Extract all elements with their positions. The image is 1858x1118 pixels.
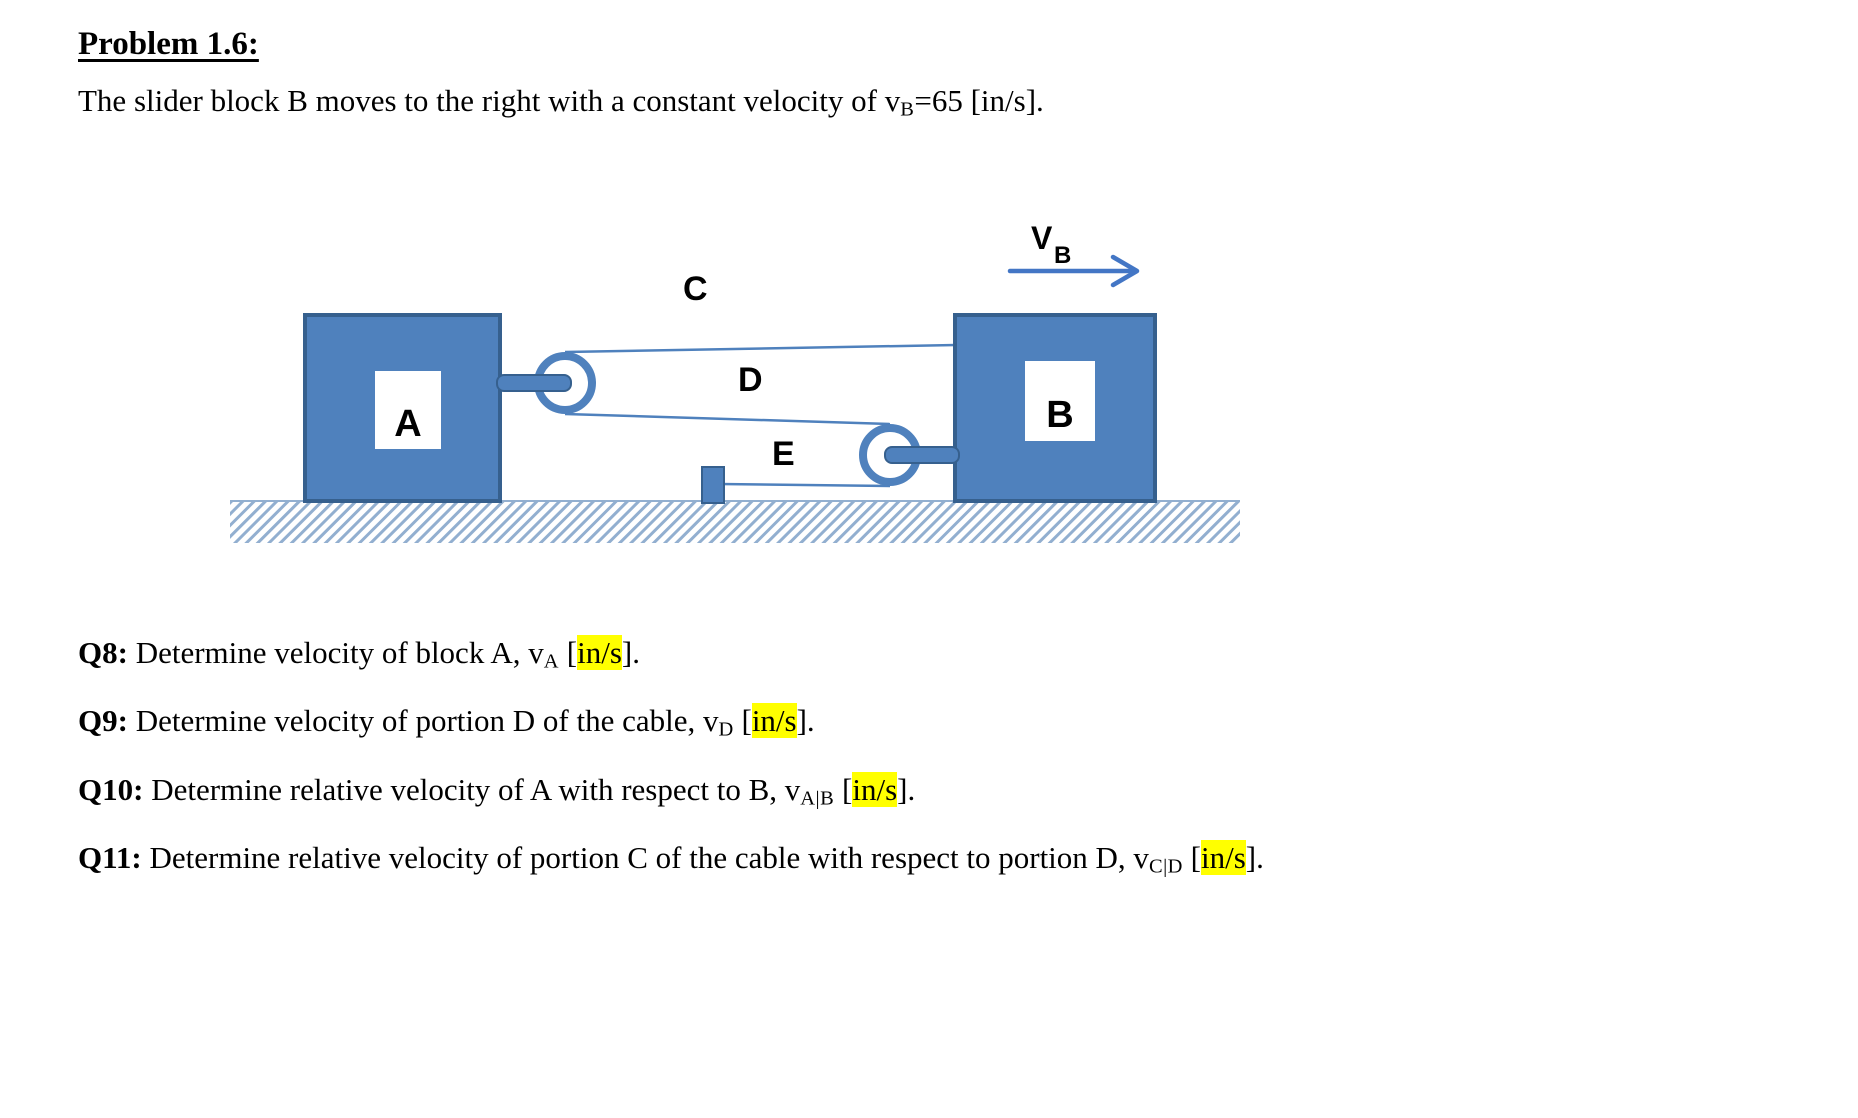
- question-q10: Q10: Determine relative velocity of A wi…: [78, 760, 1798, 829]
- velocity-vector-subscript: B: [1054, 242, 1071, 269]
- block-a-label: A: [394, 403, 421, 445]
- velocity-b-subscript: B: [900, 98, 915, 121]
- problem-statement: The slider block B moves to the right wi…: [78, 83, 1798, 122]
- pulley-system-figure: A B C D E V B: [225, 208, 1798, 563]
- cable-d-line: [564, 412, 891, 425]
- question-label: Q9:: [78, 703, 128, 738]
- cable-e-label: E: [772, 435, 795, 473]
- question-text: Determine relative velocity of portion C…: [141, 840, 1149, 875]
- unit-highlight: in/s: [751, 703, 797, 738]
- question-label: Q10:: [78, 771, 144, 807]
- bracket-close: ].: [621, 634, 640, 670]
- block-b-label: B: [1046, 394, 1073, 436]
- question-text: Determine relative velocity of A with re…: [143, 771, 801, 807]
- cable-e-line: [718, 482, 891, 487]
- question-text: Determine velocity of portion D of the c…: [127, 703, 719, 738]
- bracket-open: [: [733, 703, 752, 738]
- bracket-open: [: [559, 634, 578, 670]
- cable-anchor-post: [701, 465, 725, 504]
- block-a-labelbox: [375, 370, 441, 449]
- cable-d-label: D: [738, 361, 763, 399]
- velocity-subscript: A|B: [800, 787, 835, 809]
- question-q11: Q11: Determine relative velocity of port…: [78, 828, 1798, 897]
- ground-hatch: [230, 500, 1240, 543]
- unit-highlight: in/s: [852, 771, 898, 807]
- question-text: Determine velocity of block A, v: [127, 634, 544, 670]
- velocity-subscript: A: [543, 650, 560, 672]
- problem-title: Problem 1.6:: [78, 26, 259, 62]
- statement-text-after: =65 [in/s].: [914, 83, 1044, 118]
- question-label: Q11:: [78, 840, 142, 875]
- bracket-open: [: [834, 771, 853, 807]
- velocity-subscript: D: [718, 718, 734, 741]
- pulley-diagram-svg: A B C D E V B: [230, 220, 1240, 543]
- velocity-vector-label: V: [1031, 220, 1053, 256]
- bracket-open: [: [1182, 840, 1201, 875]
- cable-c-label: C: [683, 270, 708, 308]
- bracket-close: ].: [796, 703, 815, 738]
- question-list: Q8: Determine velocity of block A, vA [i…: [78, 623, 1798, 897]
- question-q9: Q9: Determine velocity of portion D of t…: [78, 691, 1798, 760]
- unit-highlight: in/s: [1201, 840, 1246, 875]
- unit-highlight: in/s: [577, 634, 622, 670]
- pulley-a-axle: [496, 373, 572, 392]
- question-label: Q8:: [78, 634, 128, 670]
- cable-c-line: [564, 343, 957, 353]
- bracket-close: ].: [1245, 840, 1264, 875]
- velocity-arrow-head: [1110, 254, 1140, 287]
- question-q8: Q8: Determine velocity of block A, vA [i…: [78, 623, 1798, 692]
- problem-document: Problem 1.6: The slider block B moves to…: [78, 26, 1798, 897]
- bracket-close: ].: [897, 771, 916, 807]
- velocity-subscript: C|D: [1148, 855, 1183, 878]
- pulley-b-axle: [884, 445, 960, 464]
- block-b-labelbox: [1025, 360, 1095, 441]
- statement-text: The slider block B moves to the right wi…: [78, 83, 901, 118]
